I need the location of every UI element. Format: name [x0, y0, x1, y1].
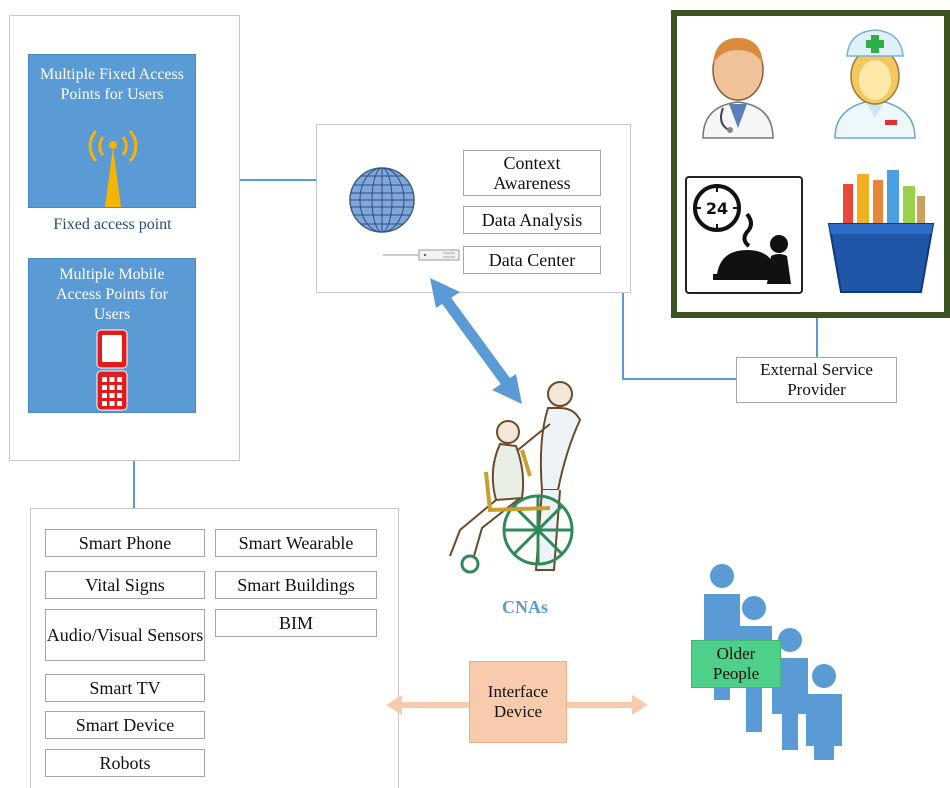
fixed-access-box: Multiple Fixed Access Points for Users	[28, 54, 196, 208]
room-service-24-icon: 24	[693, 184, 791, 284]
devices-panel: Smart Phone Vital Signs Audio/Visual Sen…	[30, 508, 399, 788]
room-service-tile: 24	[685, 176, 803, 294]
mobile-phone-icon	[96, 329, 128, 411]
data-center-label: Data Center	[463, 246, 601, 274]
server-icon	[383, 249, 460, 261]
device-smart-wearable: Smart Wearable	[215, 529, 377, 557]
access-points-panel: Multiple Fixed Access Points for Users F…	[9, 15, 240, 461]
cnas-label: CNAs	[501, 597, 548, 617]
connector-access-to-cloud	[240, 179, 317, 181]
cloud-panel: Context Awareness Data Analysis Data Cen…	[316, 124, 631, 293]
connector-to-service	[622, 378, 736, 380]
data-analysis-label: Data Analysis	[463, 206, 601, 234]
device-smart-device: Smart Device	[45, 711, 205, 739]
globe-icon	[349, 167, 415, 233]
mobile-access-box: Multiple Mobile Access Points for Users	[28, 258, 196, 413]
mobile-access-text: Multiple Mobile Access Points for Users	[56, 266, 168, 323]
wifi-tower-icon	[88, 129, 138, 207]
device-smart-buildings: Smart Buildings	[215, 571, 377, 599]
caregiver-wheelchair-icon	[449, 381, 582, 574]
nurse-icon	[834, 29, 916, 139]
doctor-icon	[702, 38, 774, 139]
device-bim: BIM	[215, 609, 377, 637]
svg-text:24: 24	[706, 199, 728, 218]
device-audio-visual-sensors: Audio/Visual Sensors	[45, 609, 205, 661]
device-smart-tv: Smart TV	[45, 674, 205, 702]
connector-cloud-down	[622, 293, 624, 379]
fixed-access-caption: Fixed access point	[53, 216, 172, 233]
service-provider-panel: 24	[671, 10, 950, 318]
context-awareness-label: Context Awareness	[463, 150, 601, 196]
connector-service-up	[816, 318, 818, 358]
cleaning-bucket-icon	[827, 170, 935, 293]
connector-access-to-devices	[133, 461, 135, 508]
fixed-access-text: Multiple Fixed Access Points for Users	[40, 66, 184, 103]
older-people-label: Older People	[691, 640, 781, 688]
device-vital-signs: Vital Signs	[45, 571, 205, 599]
interface-device-box: Interface Device	[469, 661, 567, 743]
device-smart-phone: Smart Phone	[45, 529, 205, 557]
cloud-cnas-arrow	[430, 278, 522, 404]
device-robots: Robots	[45, 749, 205, 777]
external-service-label: External Service Provider	[736, 357, 897, 403]
